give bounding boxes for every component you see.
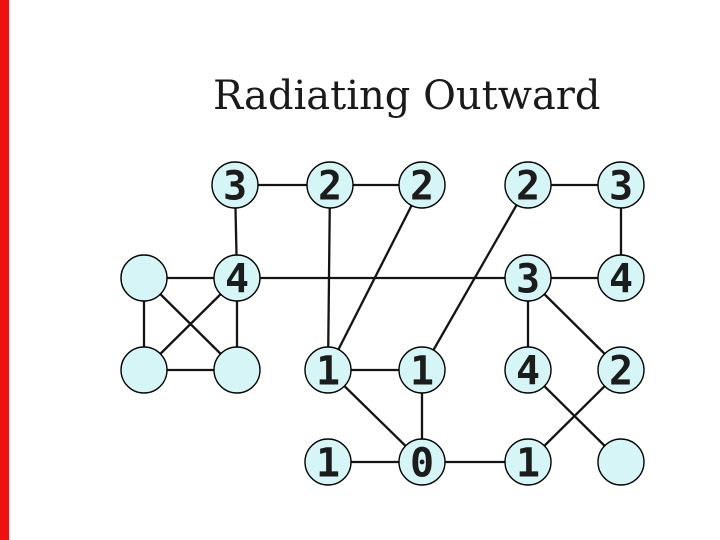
graph-node-1 bbox=[304, 438, 352, 486]
graph-node-2 bbox=[597, 346, 645, 394]
graph-node-4 bbox=[504, 346, 552, 394]
node-label: 4 bbox=[516, 349, 540, 395]
node-label: 4 bbox=[225, 257, 249, 303]
node-label: 1 bbox=[316, 349, 340, 395]
slide-title: Radiating Outward bbox=[213, 73, 601, 119]
node-label: 1 bbox=[316, 441, 340, 487]
graph-node-1 bbox=[504, 438, 552, 486]
node-label: 4 bbox=[609, 257, 633, 303]
graph-node-blank bbox=[120, 346, 168, 394]
node-label: 2 bbox=[516, 164, 540, 210]
graph-node-3 bbox=[597, 161, 645, 209]
graph-node-2 bbox=[306, 161, 354, 209]
graph-node-0 bbox=[398, 438, 446, 486]
slide-accent-stripe bbox=[0, 0, 9, 540]
graph-node-1 bbox=[398, 346, 446, 394]
graph-node-1 bbox=[304, 346, 352, 394]
graph-node-blank bbox=[120, 254, 168, 302]
graph-node-4 bbox=[213, 254, 261, 302]
node-label: 3 bbox=[223, 164, 247, 210]
graph-node-3 bbox=[211, 161, 259, 209]
node-label: 2 bbox=[410, 164, 434, 210]
graph-node-blank bbox=[213, 346, 261, 394]
node-label: 1 bbox=[516, 441, 540, 487]
node-label: 1 bbox=[410, 349, 434, 395]
node-label: 0 bbox=[410, 441, 434, 487]
graph-node-2 bbox=[398, 161, 446, 209]
node-label: 3 bbox=[516, 257, 540, 303]
graph-node-3 bbox=[504, 254, 552, 302]
graph-node-4 bbox=[597, 254, 645, 302]
node-label: 3 bbox=[609, 164, 633, 210]
graph-node-2 bbox=[504, 161, 552, 209]
node-label: 2 bbox=[609, 349, 633, 395]
graph-node-blank bbox=[597, 438, 645, 486]
node-label: 2 bbox=[318, 164, 342, 210]
